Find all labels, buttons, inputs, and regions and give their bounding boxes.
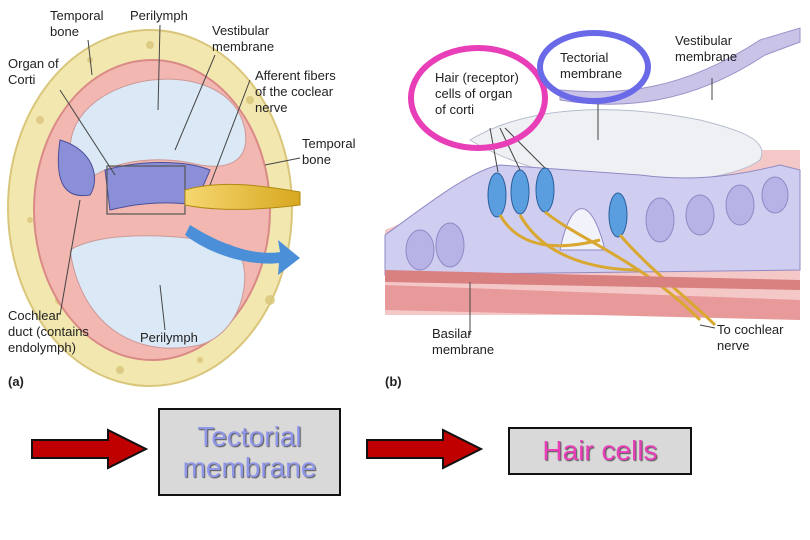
label-basilar-membrane-2: membrane [432,342,494,357]
label-temporal-bone-right-1: Temporal [302,136,356,151]
label-hair-cells-2: cells of organ [435,86,512,101]
label-basilar-membrane-1: Basilar [432,326,472,341]
label-temporal-bone-top-2: bone [50,24,79,39]
label-cochlear-duct-1: Cochlear [8,308,61,323]
hair-cells-box: Hair cells [508,427,692,475]
label-to-cochlear-nerve-1: To cochlear [717,322,784,337]
label-temporal-bone-right-2: bone [302,152,331,167]
label-vestibular-membrane-a-2: membrane [212,39,274,54]
label-vestibular-membrane-a-1: Vestibular [212,23,270,38]
box2-label: Hair cells [542,435,658,466]
label-hair-cells-3: of corti [435,102,474,117]
panel-b-illustration [384,27,801,327]
label-to-cochlear-nerve-2: nerve [717,338,750,353]
panel-b-letter: (b) [385,374,402,389]
label-perilymph-top: Perilymph [130,8,188,23]
label-perilymph-bottom: Perilymph [140,330,198,345]
box1-line-1: Tectorial [197,421,302,452]
tectorial-highlight [537,30,651,104]
arrow-right-icon [366,428,484,470]
panel-a-letter: (a) [8,374,24,389]
label-organ-of-corti-2: Corti [8,72,36,87]
label-temporal-bone-top-1: Temporal [50,8,104,23]
label-hair-cells-1: Hair (receptor) [435,70,519,85]
hair-cells-highlight [408,45,548,151]
label-afferent-fibers-1: Afferent fibers [255,68,336,83]
label-tectorial-membrane-1: Tectorial [560,50,609,65]
label-tectorial-membrane-2: membrane [560,66,622,81]
label-afferent-fibers-2: of the coclear [255,84,334,99]
label-afferent-fibers-3: nerve [255,100,288,115]
label-cochlear-duct-3: endolymph) [8,340,76,355]
box1-line-2: membrane [182,452,317,483]
label-organ-of-corti-1: Organ of [8,56,59,71]
label-vestibular-membrane-b-2: membrane [675,49,737,64]
label-cochlear-duct-2: duct (contains [8,324,89,339]
arrow-right-icon [31,428,149,470]
label-vestibular-membrane-b-1: Vestibular [675,33,733,48]
